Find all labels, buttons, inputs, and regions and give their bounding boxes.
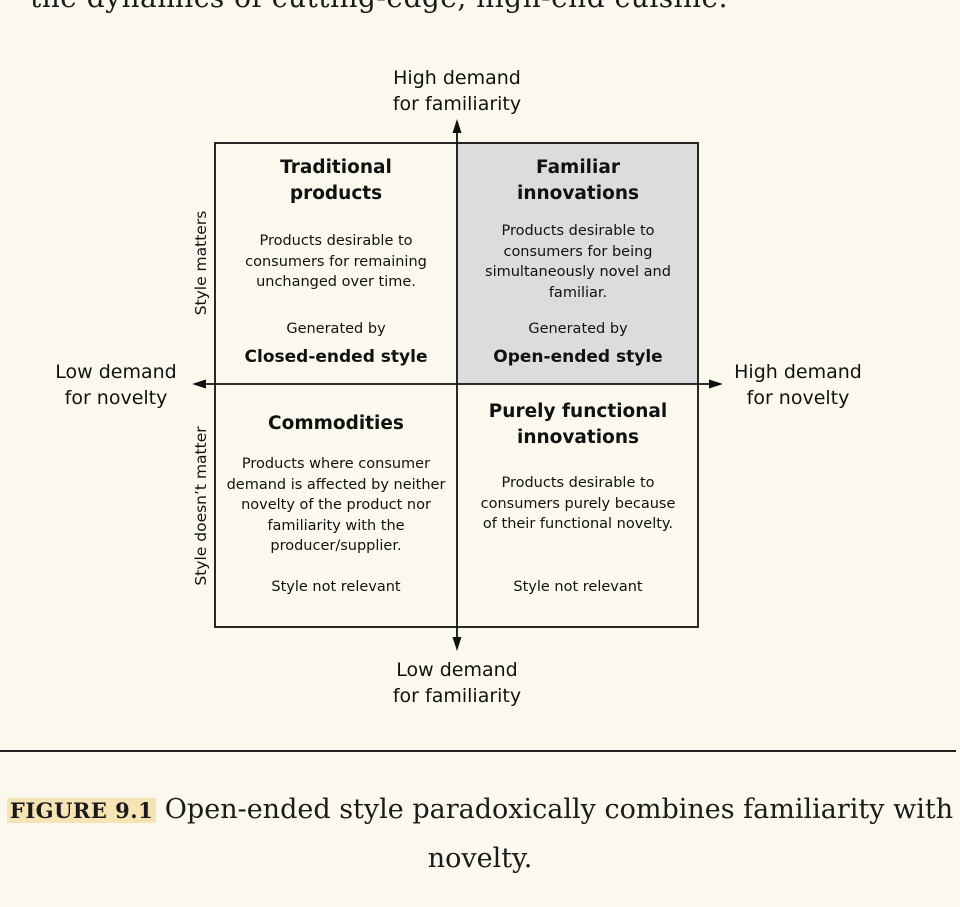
- side-label-style-doesnt-matter: Style doesn’t matter: [192, 426, 210, 586]
- side-label-style-matters: Style matters: [192, 210, 210, 316]
- figure-caption: FIGURE 9.1 Open-ended style paradoxicall…: [0, 786, 960, 883]
- quadrant-description: Products desirable to consumers purely b…: [480, 475, 676, 532]
- highlight-quadrant-fill: [457, 143, 698, 384]
- quadrant-purely-functional-innovations: Purely functional innovations Products d…: [458, 385, 698, 626]
- quadrant-familiar-innovations: Familiar innovations Products desirable …: [458, 144, 698, 383]
- quadrant-description: Products desirable to consumers for bein…: [485, 223, 671, 301]
- axis-label-right: High demand for novelty: [734, 361, 862, 409]
- quadrant-note: Style not relevant: [513, 579, 643, 595]
- quadrant-description: Products desirable to consumers for rema…: [245, 233, 427, 290]
- quadrant-title: Traditional products: [280, 157, 392, 204]
- quadrant-generated-by: Generated by: [286, 321, 386, 337]
- axis-label-top: High demand for familiarity: [392, 67, 522, 115]
- arrow-right-icon: [709, 379, 723, 389]
- arrow-up-icon: [452, 119, 462, 133]
- quadrant-note: Style not relevant: [271, 579, 401, 595]
- arrow-down-icon: [452, 637, 462, 651]
- quadrant-commodities: Commodities Products where consumer dema…: [216, 385, 456, 626]
- top-text-fragment: the dynamics of cutting-edge, high-end c…: [30, 0, 728, 14]
- figure-label: FIGURE 9.1: [6, 798, 157, 823]
- caption-text: Open-ended style paradoxically combines …: [164, 794, 954, 874]
- quadrant-style: Closed-ended style: [244, 347, 428, 367]
- caption-divider: [0, 750, 956, 752]
- arrow-left-icon: [192, 379, 206, 389]
- axis-label-bottom: Low demand for familiarity: [392, 659, 522, 707]
- quadrant-description: Products where consumer demand is affect…: [226, 456, 446, 554]
- axis-label-left: Low demand for novelty: [55, 361, 177, 409]
- quadrant-title: Familiar innovations: [516, 157, 639, 204]
- quadrant-traditional-products: Traditional products Products desirable …: [216, 144, 456, 383]
- quadrant-generated-by: Generated by: [528, 321, 628, 337]
- quadrant-title: Purely functional innovations: [488, 401, 668, 448]
- quadrant-style: Open-ended style: [493, 347, 663, 367]
- quadrant-title: Commodities: [268, 413, 404, 434]
